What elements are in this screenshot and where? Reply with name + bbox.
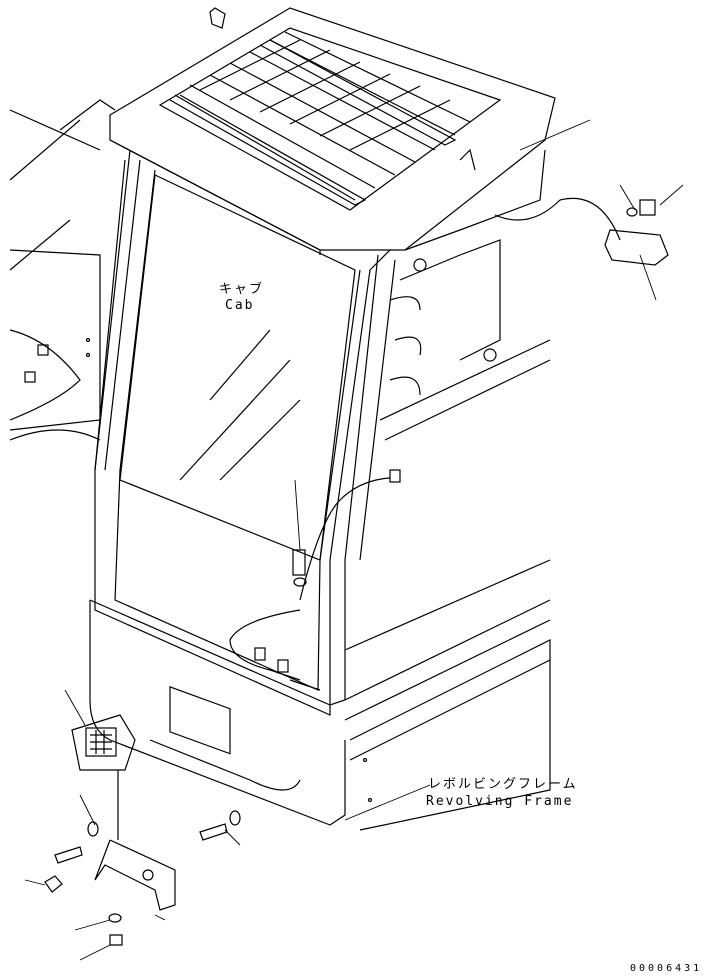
revolving-frame-label-jp: レボルビングフレーム: [428, 777, 578, 792]
drawing-number: 00006431: [630, 963, 703, 974]
lamp-bracket: [94, 770, 176, 911]
left-structure: [9, 99, 116, 441]
leader-lines: [24, 119, 684, 961]
rear-work-lamp: [71, 229, 669, 771]
cab-label-en: Cab: [225, 298, 255, 313]
revolving-frame-label-en: Revolving Frame: [426, 794, 574, 809]
cab-roof: [109, 7, 556, 255]
cab-body: [89, 149, 551, 826]
rear-structure: [344, 149, 551, 831]
fasteners: [44, 199, 656, 946]
wiring-harness: [149, 197, 621, 791]
cab-label-jp: キャブ: [219, 282, 265, 297]
